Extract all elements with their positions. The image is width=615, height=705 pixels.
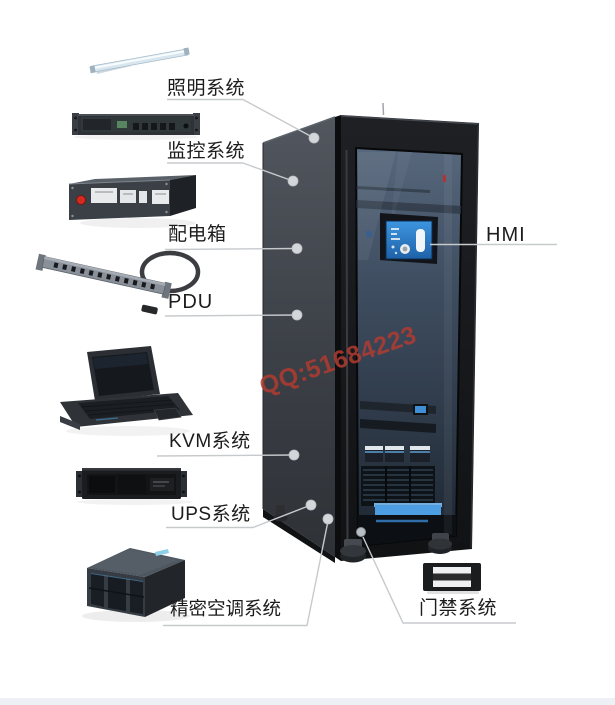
leader-dot-monitoring xyxy=(287,175,299,187)
leader-line-distribution xyxy=(164,247,298,251)
ac-shadow xyxy=(82,610,190,622)
monitoring-display xyxy=(117,121,127,128)
leader-dot-ups xyxy=(305,499,317,511)
callout-label-ac: 精密空调系统 xyxy=(170,598,282,619)
rack-top-antenna xyxy=(382,102,385,116)
lamp-endcap-right xyxy=(183,47,190,56)
pdb-breaker-3 xyxy=(139,191,147,203)
pdb-side xyxy=(170,175,196,216)
monitoring-shadow xyxy=(74,134,198,140)
rack-base xyxy=(263,509,335,563)
glow-strip xyxy=(375,505,441,515)
pdb-breaker-1 xyxy=(91,188,117,203)
footer-bar xyxy=(0,698,615,705)
leader-lines xyxy=(156,98,557,627)
ups-ear-right xyxy=(180,471,187,497)
callout-label-access: 门禁系统 xyxy=(419,598,498,619)
leader-dot-ac xyxy=(322,513,334,525)
power-distribution-box-image xyxy=(68,175,196,228)
rack-foot-rear xyxy=(276,505,285,517)
rack-feet xyxy=(340,533,452,563)
lamp-endcap-left xyxy=(89,65,96,74)
monitoring-ear-right xyxy=(193,113,200,135)
leader-line-access xyxy=(362,536,516,624)
leader-line-ups xyxy=(166,504,312,529)
kvm-console-image xyxy=(60,346,193,436)
ups-unit-image xyxy=(76,468,193,505)
callout-label-hmi: HMI xyxy=(486,224,526,246)
callout-label-lighting: 照明系统 xyxy=(167,78,246,99)
ac-side xyxy=(145,560,185,617)
pdb-breaker-4 xyxy=(152,190,169,204)
rack-side-panel xyxy=(263,117,335,557)
rack-cabinet xyxy=(262,102,480,563)
maglock-shadow xyxy=(427,591,479,594)
leader-line-lighting xyxy=(167,98,315,139)
leader-dots xyxy=(287,132,334,525)
callout-label-monitoring: 监控系统 xyxy=(167,141,246,162)
pdb-top xyxy=(69,175,196,184)
pdu-plug xyxy=(141,304,158,315)
pdu-outlets xyxy=(53,262,156,290)
vent-grille xyxy=(361,466,435,506)
kvm-keyboard xyxy=(78,396,180,419)
monitoring-unit-image xyxy=(72,113,200,140)
leader-dot-kvm xyxy=(288,449,300,461)
kvm-shadow xyxy=(66,426,190,436)
maglock-image xyxy=(423,563,481,594)
callout-label-ups: UPS系统 xyxy=(171,504,251,525)
pdb-breaker-2 xyxy=(120,190,136,203)
door-hinge xyxy=(345,149,349,546)
monitoring-ear-left xyxy=(72,113,79,135)
hmi-touchscreen xyxy=(366,213,438,264)
pdb-shadow xyxy=(80,218,196,228)
kvm-touchpad xyxy=(153,407,182,421)
door-bottom-lock xyxy=(356,527,366,537)
callout-label-pdu: PDU xyxy=(168,291,214,313)
callout-label-kvm: KVM系统 xyxy=(169,431,251,452)
leader-line-ac xyxy=(163,520,329,627)
battery-modules xyxy=(365,446,430,462)
callout-label-distribution: 配电箱 xyxy=(168,224,227,245)
maglock-bar xyxy=(433,573,471,581)
precision-ac-image xyxy=(82,548,190,622)
ups-shadow xyxy=(77,499,193,505)
ups-ear-left xyxy=(76,471,83,497)
leader-line-kvm xyxy=(156,454,295,457)
leader-dot-distribution xyxy=(291,243,303,254)
leader-line-pdu xyxy=(164,314,298,317)
pdu-strip-image xyxy=(35,250,201,315)
leader-dot-pdu xyxy=(291,309,303,321)
hmi-icon-column xyxy=(416,229,425,252)
lighting-tube-image xyxy=(89,47,190,74)
leader-line-monitoring xyxy=(167,162,294,182)
door-led xyxy=(366,231,372,237)
ac-label xyxy=(155,549,169,556)
ups-display xyxy=(150,478,174,491)
pdb-emergency-button xyxy=(76,195,86,205)
ac-grille-2 xyxy=(108,576,126,611)
lamp-highlight xyxy=(93,50,187,69)
kvm-rail xyxy=(60,416,80,430)
brand-mark xyxy=(443,175,446,182)
leader-dot-lighting xyxy=(308,132,320,144)
